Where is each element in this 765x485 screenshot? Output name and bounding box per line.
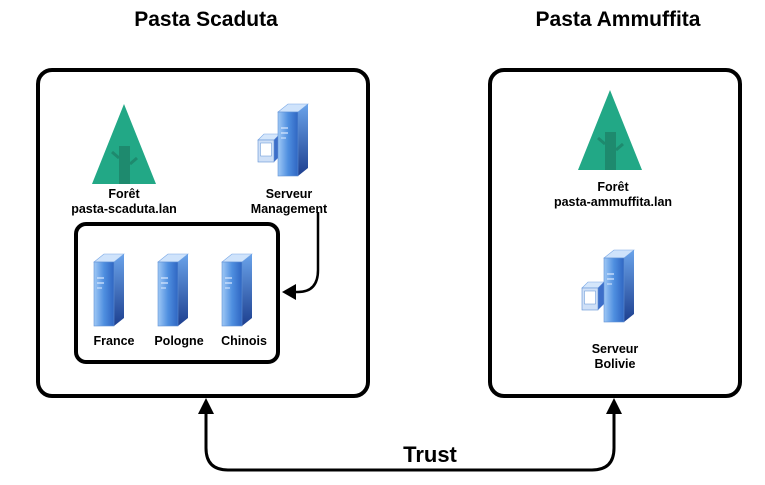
server-france-label: France: [93, 334, 135, 348]
trust-arrowhead-right: [606, 398, 622, 414]
right-forest-label: Forêt pasta-ammuffita.lan: [553, 180, 673, 209]
server-icon: [221, 253, 253, 327]
trust-arrowhead-left: [198, 398, 214, 414]
trust-label: Trust: [403, 442, 457, 467]
bolivie-server-label: Serveur Bolivie: [591, 342, 639, 371]
management-arrow: [288, 212, 320, 294]
management-arrowhead: [282, 284, 296, 300]
right-domain-title: Pasta Ammuffita: [535, 8, 701, 31]
server-workstation-icon: [257, 103, 309, 177]
server-pologne-label: Pologne: [154, 334, 204, 348]
tree-icon: [90, 102, 158, 186]
server-chinois-label: Chinois: [221, 334, 267, 348]
left-domain-title: Pasta Scaduta: [134, 8, 278, 31]
trust-connector: [204, 408, 616, 472]
tree-icon: [576, 88, 644, 172]
management-server-label: Serveur Management: [250, 187, 328, 216]
left-forest-label: Forêt pasta-scaduta.lan: [71, 187, 177, 216]
server-workstation-icon: [581, 249, 635, 323]
server-icon: [93, 253, 125, 327]
server-icon: [157, 253, 189, 327]
